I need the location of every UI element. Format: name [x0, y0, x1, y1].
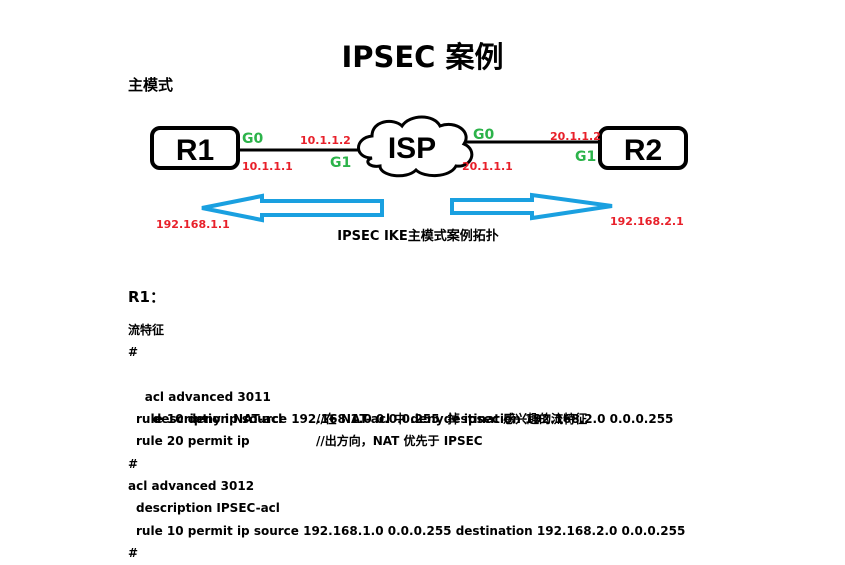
arrow-left-icon [201, 193, 384, 223]
section-heading-r1: R1： [128, 288, 165, 306]
code-comment: //出方向，NAT 优先于 IPSEC [316, 434, 483, 449]
r1-g0-label: G0 [242, 131, 263, 147]
code-line: rule 20 permit ip [136, 434, 250, 449]
code-line: acl advanced 3011 //在 NAT-acl 中 deny 掉 i… [128, 364, 685, 426]
isp-label: ISP [388, 132, 436, 165]
arrow-right-icon [450, 192, 613, 221]
lan-left-ip: 192.168.1.1 [156, 218, 230, 231]
code-line: acl advanced 3012 [128, 479, 255, 494]
code-text: acl advanced 3011 [144, 389, 271, 404]
code-line: 流特征 [128, 323, 165, 337]
router-r2-label: R2 [624, 134, 662, 167]
topology-caption: IPSEC IKE主模式案例拓扑 [337, 228, 498, 244]
config-listing: 流特征 # acl advanced 3011 //在 NAT-acl 中 de… [128, 319, 685, 564]
code-line: # [128, 545, 139, 560]
code-text: description NAT-acl [152, 412, 283, 427]
code-comment: //在 NAT-acl 中 deny 掉 ipsec 感兴趣的流特征 [316, 412, 588, 427]
router-r1-box [150, 126, 240, 170]
isp-g0-label: G0 [473, 127, 494, 143]
code-line: # [128, 345, 139, 360]
page-subtitle: 主模式 [128, 76, 174, 94]
code-line: # [128, 456, 139, 471]
r2-g1-label: G1 [575, 149, 596, 165]
lan-right-ip: 192.168.2.1 [610, 215, 684, 228]
isp-g1-ip: 10.1.1.2 [300, 134, 351, 147]
r2-g1-ip: 20.1.1.2 [550, 130, 601, 143]
code-line: rule 10 permit ip source 192.168.1.0 0.0… [136, 523, 686, 538]
code-line: description IPSEC-acl [136, 501, 280, 516]
topology-diagram: R1 R2 ISP G0 10.1.1.1 10.1.1.2 G1 G0 20.… [150, 115, 688, 244]
code-line: description NAT-acl //出方向，NAT 优先于 IPSEC [128, 386, 685, 448]
page-title: IPSEC 案例 [341, 40, 504, 74]
code-line: rule 10 deny ip source 192.168.1.0 0.0.0… [136, 412, 674, 427]
r1-g0-ip: 10.1.1.1 [242, 160, 293, 173]
isp-g0-ip: 20.1.1.1 [462, 160, 513, 173]
router-r1-label: R1 [176, 134, 214, 167]
isp-g1-label: G1 [330, 155, 351, 171]
isp-cloud-icon [357, 115, 474, 178]
router-r2-box [598, 126, 688, 170]
